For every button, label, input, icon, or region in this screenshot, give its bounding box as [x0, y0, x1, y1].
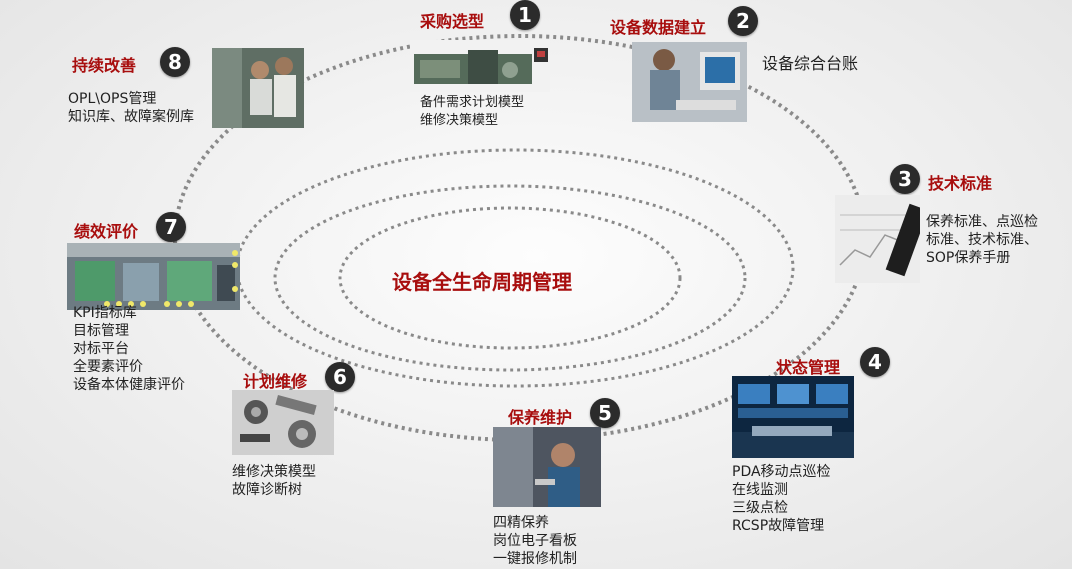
- stage-5-desc: 四精保养 岗位电子看板 一键报修机制: [493, 514, 577, 568]
- stage-5-title: 保养维护: [508, 408, 573, 427]
- stage-3-line: SOP保养手册: [926, 250, 1011, 266]
- stage-3-desc: 保养标准、点巡检 标准、技术标准、 SOP保养手册: [926, 213, 1038, 267]
- workshop-workers-photo: [212, 48, 304, 128]
- stage-5-line: 岗位电子看板: [493, 533, 577, 549]
- middle-ring: [235, 148, 795, 388]
- stage-1-title: 采购选型: [420, 12, 485, 31]
- stage-8-line: 知识库、故障案例库: [68, 109, 194, 125]
- stage-2-badge: 2: [728, 6, 758, 36]
- stage-8-desc: OPL\OPS管理 知识库、故障案例库: [68, 90, 194, 126]
- stage-5-line: 四精保养: [493, 515, 549, 531]
- stage-3-line: 保养标准、点巡检: [926, 214, 1038, 230]
- core-ring: [338, 206, 682, 350]
- stage-5-line: 一键报修机制: [493, 551, 577, 567]
- stage-4-desc: PDA移动点巡检 在线监测 三级点检 RCSP故障管理: [732, 463, 831, 535]
- maintenance-worker-photo: [493, 427, 601, 507]
- center-title: 设备全生命周期管理: [392, 270, 572, 294]
- stage-6-badge: 6: [325, 362, 355, 392]
- stage-8-title: 持续改善: [72, 56, 137, 75]
- stage-7-desc: KPI指标库 目标管理 对标平台 全要素评价 设备本体健康评价: [73, 304, 185, 394]
- disassembled-parts-photo: [232, 390, 334, 455]
- stage-3-line: 标准、技术标准、: [926, 232, 1038, 248]
- inner-ring: [273, 184, 747, 372]
- stage-1-line: 备件需求计划模型: [420, 95, 525, 110]
- stage-6-line: 故障诊断树: [232, 482, 302, 498]
- stage-1-line: 维修决策模型: [420, 113, 499, 128]
- stage-7-line: 设备本体健康评价: [73, 377, 185, 393]
- stage-4-badge: 4: [860, 347, 890, 377]
- stage-3-title: 技术标准: [928, 174, 993, 193]
- stage-4-title: 状态管理: [776, 358, 841, 377]
- stage-3-badge: 3: [890, 164, 920, 194]
- stage-1-badge: 1: [510, 0, 540, 30]
- stage-1-desc: 备件需求计划模型 维修决策模型: [420, 94, 524, 130]
- stage-4-line: PDA移动点巡检: [732, 464, 831, 480]
- computer-operator-photo: [632, 42, 747, 122]
- stage-4-line: 在线监测: [732, 482, 788, 498]
- stage-7-line: 对标平台: [73, 341, 129, 357]
- stage-7-line: 目标管理: [73, 323, 129, 339]
- stage-7-badge: 7: [156, 212, 186, 242]
- stage-6-desc: 维修决策模型 故障诊断树: [232, 463, 316, 499]
- stage-6-title: 计划维修: [243, 372, 308, 391]
- stage-4-line: 三级点检: [732, 500, 788, 516]
- stage-8-badge: 8: [160, 47, 190, 77]
- stage-2-title: 设备数据建立: [610, 18, 707, 37]
- factory-machine-photo: [410, 40, 550, 92]
- stage-4-line: RCSP故障管理: [732, 518, 825, 534]
- stage-7-line: KPI指标库: [73, 305, 137, 321]
- stage-7-line: 全要素评价: [73, 359, 143, 375]
- technical-drawing-photo: [835, 195, 920, 283]
- stage-6-line: 维修决策模型: [232, 464, 316, 480]
- stage-2-desc: 设备综合台账: [762, 54, 859, 73]
- stage-8-line: OPL\OPS管理: [68, 91, 157, 107]
- stage-7-title: 绩效评价: [74, 222, 139, 241]
- stage-5-badge: 5: [590, 398, 620, 428]
- monitoring-control-room-photo: [732, 376, 854, 458]
- production-line-photo: [67, 243, 240, 310]
